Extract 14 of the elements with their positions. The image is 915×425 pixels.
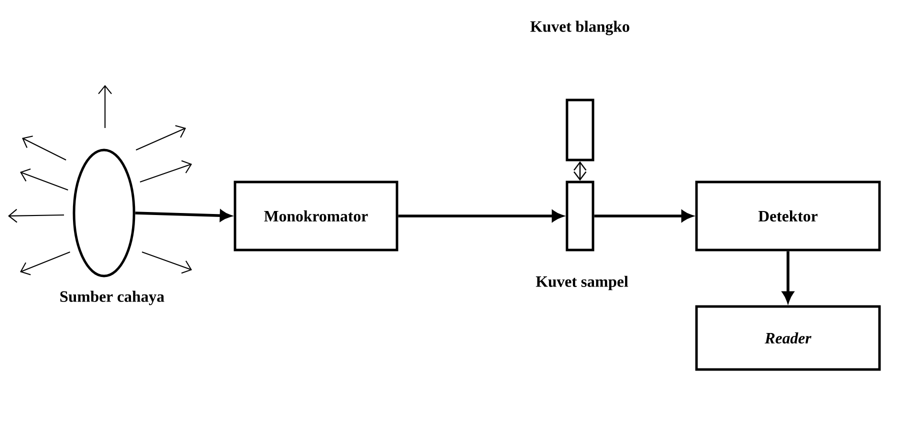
arrow (398, 210, 563, 222)
label: Kuvet blangko (530, 20, 630, 36)
process-box: Detektor (695, 180, 881, 252)
arrow (574, 161, 586, 181)
cuvette-box (566, 180, 594, 252)
process-box: Reader (695, 305, 881, 371)
process-box: Monokromator (234, 180, 398, 252)
arrow (594, 210, 692, 222)
light-source-ellipse (72, 148, 136, 278)
cuvette-box (566, 98, 594, 162)
arrow (135, 210, 231, 222)
arrow (782, 251, 794, 302)
node-label: Sumber cahaya (60, 290, 164, 306)
node-label: Kuvet sampel (536, 276, 628, 290)
